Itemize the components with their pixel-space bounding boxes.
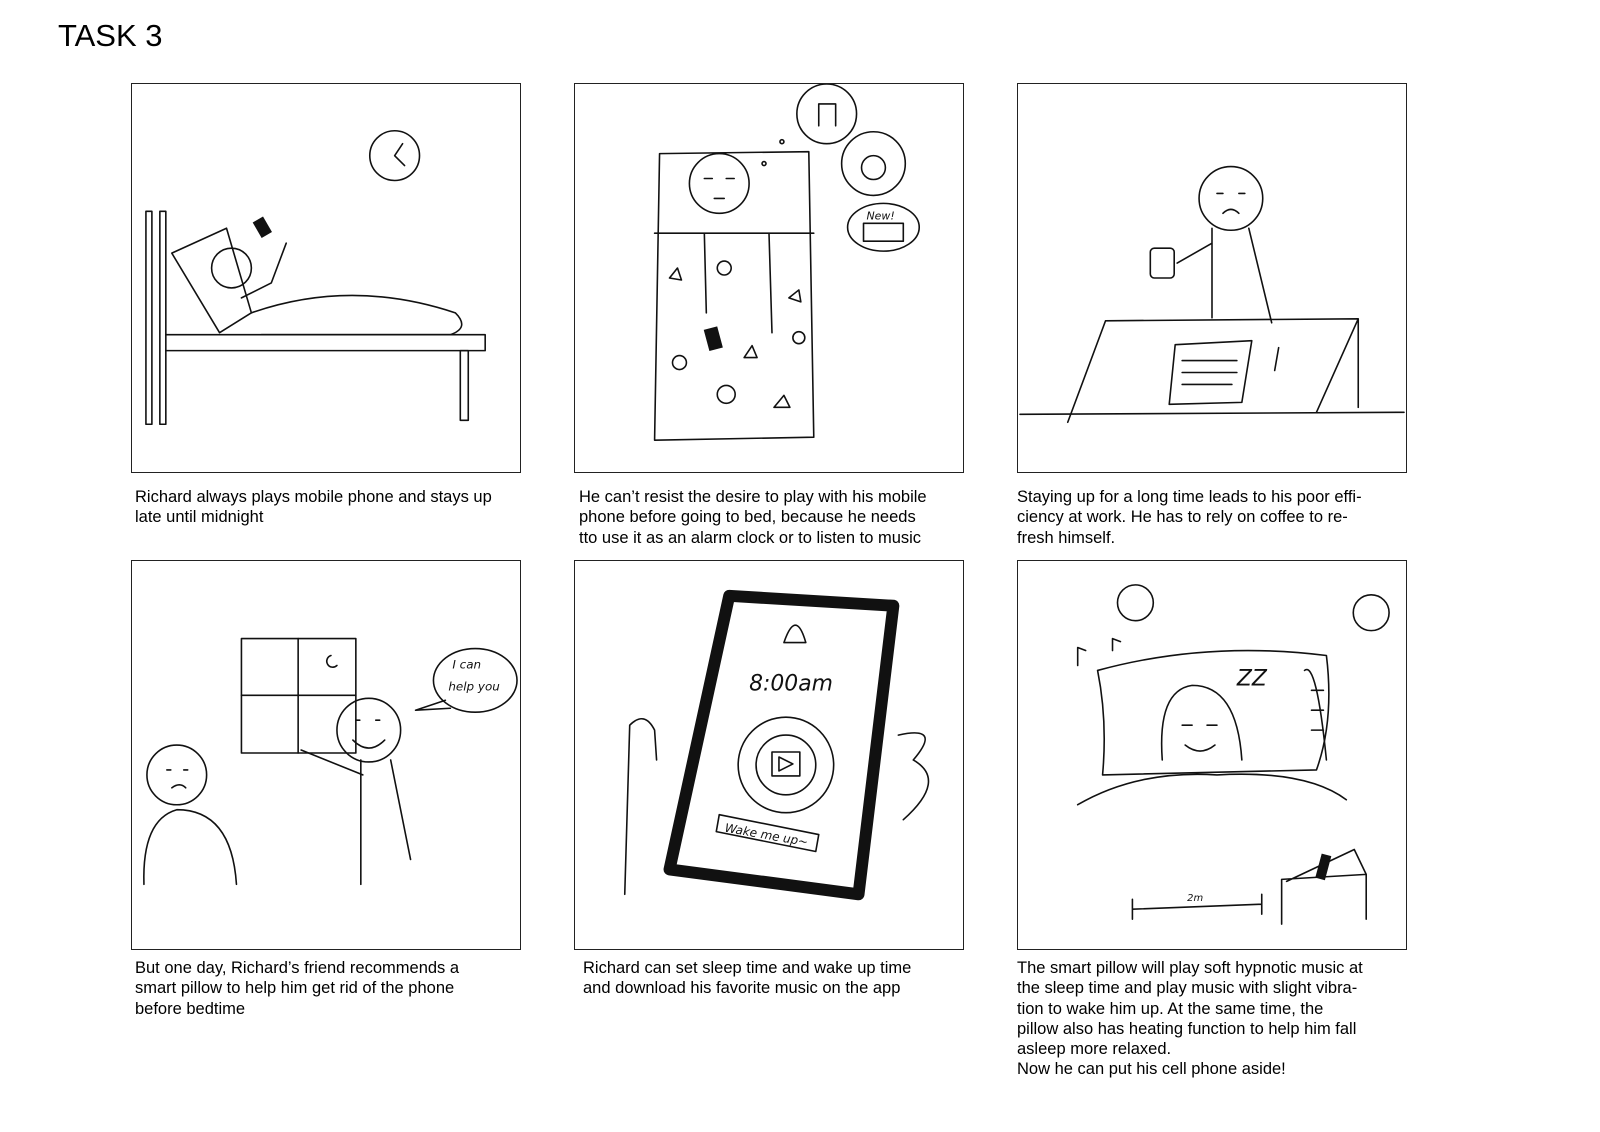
sketch-bed-phone [145,129,486,426]
sketch-smart-pillow: ZZ 2m [1076,584,1390,925]
alarm-time-text: 8:00am [749,671,833,696]
sleep-zz-text: ZZ [1236,666,1268,691]
storyboard-panel-5: 8:00am Wake me up~ [574,560,964,950]
sketch-friend-recommends: I can help you [143,637,518,886]
wake-me-up-button-text: Wake me up~ [724,821,809,849]
panel-2-caption: He can’t resist the desire to play with … [579,488,927,547]
sketch-bed-thoughts: New! [653,84,921,441]
panel-6-caption: The smart pillow will play soft hypnotic… [1017,959,1363,1079]
speech-text-line-2: help you [448,679,500,693]
sketch-desk-coffee [1019,165,1405,424]
storyboard-panel-1 [131,83,521,473]
page-title: TASK 3 [58,18,163,53]
panel-4-caption: But one day, Richard’s friend recommends… [135,959,460,1018]
storyboard-panel-4: I can help you [131,560,521,950]
sketch-phone-app: 8:00am Wake me up~ [623,589,930,901]
speech-text-line-1: I can [452,657,481,671]
storyboard-panel-6: ZZ 2m [1017,560,1407,950]
distance-text: 2m [1187,893,1203,904]
storyboard-panel-3 [1017,83,1407,473]
panel-5-caption: Richard can set sleep time and wake up t… [583,959,912,998]
storyboard-panel-2: New! [574,83,964,473]
sketch-text-new: New! [866,209,894,222]
panel-3-caption: Staying up for a long time leads to his … [1017,488,1362,547]
panel-1-caption: Richard always plays mobile phone and st… [135,488,492,527]
